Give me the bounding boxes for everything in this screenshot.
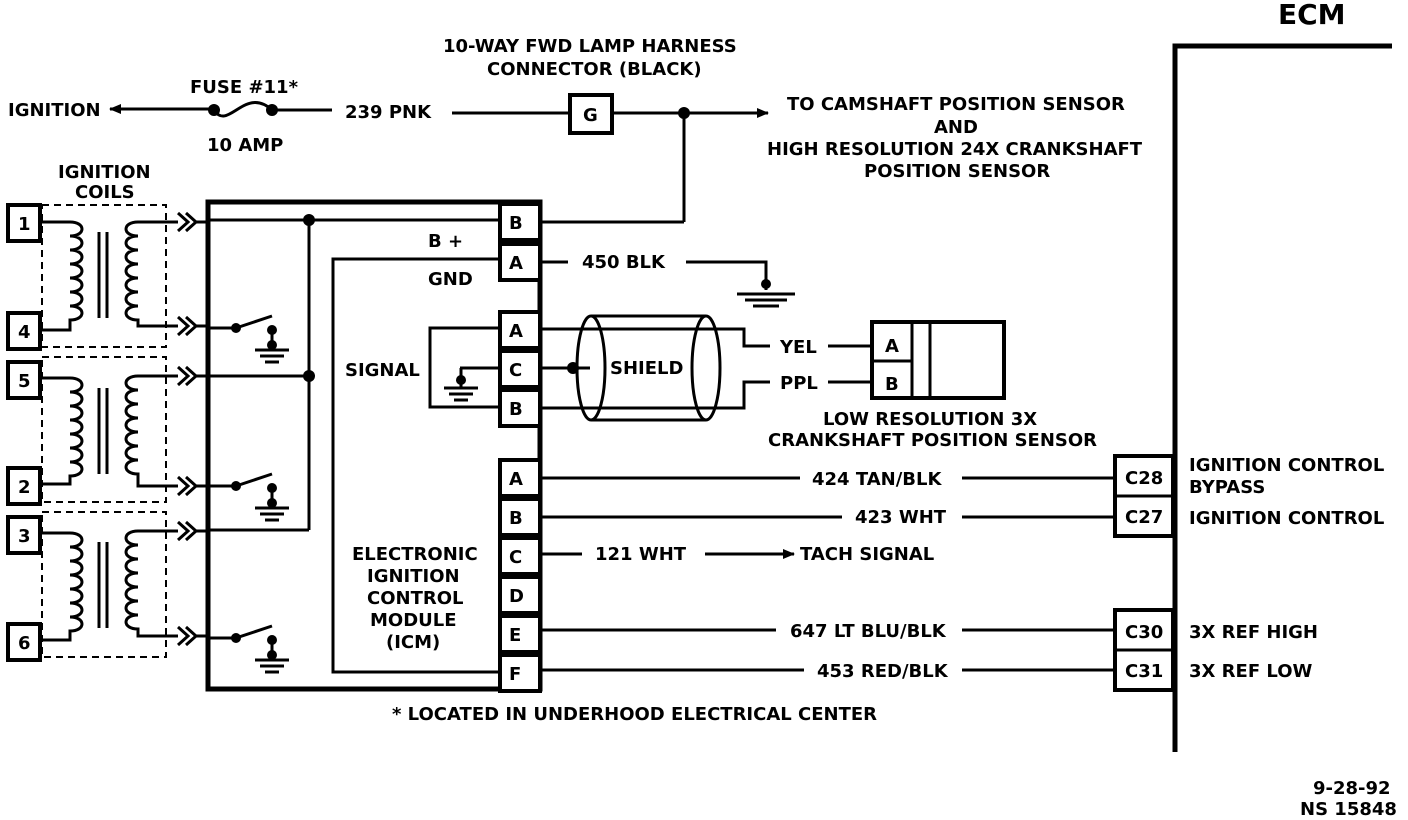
shielded-cable: SHIELD YEL PPL <box>540 314 872 422</box>
icm-pin-d-output: D <box>498 575 542 615</box>
svg-text:C: C <box>509 360 522 381</box>
svg-text:4: 4 <box>18 322 31 343</box>
svg-text:C: C <box>509 547 522 568</box>
harness-pin-g: G <box>583 105 598 126</box>
icm-pin-b-signal: B <box>498 388 542 428</box>
svg-text:6: 6 <box>18 633 31 654</box>
svg-text:5: 5 <box>18 371 31 392</box>
wire-121-label: 121 WHT <box>595 544 687 565</box>
ecm-title: ECM <box>1278 0 1346 31</box>
coil-terminal-2: 2 <box>6 466 42 506</box>
icm-label-4: MODULE <box>370 610 457 631</box>
icm-label-2: IGNITION <box>367 566 460 587</box>
svg-text:F: F <box>509 664 521 685</box>
svg-text:1: 1 <box>18 214 31 235</box>
coil-3-icon <box>40 529 178 642</box>
ppl-label: PPL <box>780 373 818 394</box>
svg-text:E: E <box>509 625 521 646</box>
switch-icon <box>208 624 289 674</box>
svg-text:A: A <box>509 469 523 490</box>
yel-label: YEL <box>779 337 817 358</box>
wire-453-label: 453 RED/BLK <box>817 661 949 682</box>
ecm-desc-c30: 3X REF HIGH <box>1189 622 1318 643</box>
icm-label-1: ELECTRONIC <box>352 544 478 565</box>
to-sensor-label-1: TO CAMSHAFT POSITION SENSOR <box>787 94 1125 115</box>
fuse-amp-label: 10 AMP <box>207 135 283 156</box>
coil-connector-chevrons <box>176 211 208 647</box>
svg-text:D: D <box>509 586 524 607</box>
gnd-label: GND <box>428 269 473 290</box>
tach-label: TACH SIGNAL <box>800 544 934 565</box>
sensor-pin-a: A <box>885 336 899 357</box>
wire-423-label: 423 WHT <box>855 507 947 528</box>
wire-450-label: 450 BLK <box>582 252 666 273</box>
coil-terminal-6: 6 <box>6 622 42 662</box>
low-res-3x-sensor: A B LOW RESOLUTION 3X CRANKSHAFT POSITIO… <box>768 320 1097 451</box>
fuse-label: FUSE #11* <box>190 77 299 98</box>
drawing-date: 9-28-92 <box>1313 778 1391 799</box>
svg-text:A: A <box>509 253 523 274</box>
to-sensor-label-4: POSITION SENSOR <box>864 161 1050 182</box>
ignition-coils: IGNITION COILS 1 4 5 2 3 6 <box>6 162 208 662</box>
icm-pin-a-signal: A <box>498 310 542 350</box>
coils-label-1: IGNITION <box>58 162 151 183</box>
svg-text:2: 2 <box>18 477 31 498</box>
output-wires: 424 TAN/BLK 423 WHT 121 WHT TACH SIGNAL … <box>540 469 1115 682</box>
icm-label-3: CONTROL <box>367 588 464 609</box>
icm-pin-f-output: F <box>498 653 542 693</box>
coil-terminal-1: 1 <box>6 203 42 243</box>
coils-label-2: COILS <box>75 182 135 203</box>
ecm-connectors: C28 C27 C30 C31 IGNITION CONTROL BYPASS … <box>1113 454 1384 692</box>
icm-pin-e-output: E <box>498 614 542 654</box>
ecm-desc-c28-1: IGNITION CONTROL <box>1189 455 1384 476</box>
ecm-desc-c28-2: BYPASS <box>1189 477 1265 498</box>
shield-label: SHIELD <box>610 358 683 379</box>
icm-module: B + GND <box>205 199 543 693</box>
bplus-label: B + <box>428 231 463 252</box>
ecm-pin-c27: C27 <box>1125 507 1163 528</box>
coil-terminal-3: 3 <box>6 515 42 555</box>
svg-text:A: A <box>509 321 523 342</box>
wire-424-label: 424 TAN/BLK <box>812 469 942 490</box>
switch-icon <box>208 472 289 522</box>
footnote: * LOCATED IN UNDERHOOD ELECTRICAL CENTER <box>392 704 877 725</box>
coil-2-icon <box>40 374 178 488</box>
ecm-pin-c30: C30 <box>1125 622 1163 643</box>
ignition-label: IGNITION <box>8 100 101 121</box>
harness-label-2: CONNECTOR (BLACK) <box>487 59 702 80</box>
ecm-desc-c27: IGNITION CONTROL <box>1189 508 1384 529</box>
to-sensor-label-3: HIGH RESOLUTION 24X CRANKSHAFT <box>767 139 1143 160</box>
sensor-label-2: CRANKSHAFT POSITION SENSOR <box>768 430 1097 451</box>
wire-647-label: 647 LT BLU/BLK <box>790 621 947 642</box>
icm-pin-a-gnd: A <box>498 242 542 282</box>
svg-text:B: B <box>509 399 523 420</box>
ignition-feed: IGNITION FUSE #11* 10 AMP 239 PNK 10-WAY… <box>8 36 1143 224</box>
svg-text:3: 3 <box>18 526 31 547</box>
drawing-code: NS 15848 <box>1300 799 1397 820</box>
ecm-pin-c31: C31 <box>1125 661 1163 682</box>
wire-239-label: 239 PNK <box>345 102 432 123</box>
coil-1-icon <box>40 220 178 332</box>
switch-icon <box>208 314 289 364</box>
icm-label-5: (ICM) <box>386 632 440 653</box>
sensor-pin-b: B <box>885 374 899 395</box>
to-sensor-label-2: AND <box>934 117 978 138</box>
sensor-label-1: LOW RESOLUTION 3X <box>823 409 1037 430</box>
ecm-pin-c28: C28 <box>1125 468 1163 489</box>
icm-pin-b-power: B <box>498 202 542 242</box>
icm-pin-c-output: C <box>498 536 542 576</box>
icm-pin-c-signal: C <box>498 349 542 389</box>
ecm-desc-c31: 3X REF LOW <box>1189 661 1313 682</box>
harness-label-1: 10-WAY FWD LAMP HARNESS <box>443 36 737 57</box>
svg-text:B: B <box>509 508 523 529</box>
fuse-icon <box>212 101 274 118</box>
icm-pin-b-output: B <box>498 497 542 537</box>
signal-label: SIGNAL <box>345 360 420 381</box>
coil-terminal-5: 5 <box>6 360 42 400</box>
coil-terminal-4: 4 <box>6 311 42 351</box>
gnd-wire: 450 BLK <box>540 252 795 308</box>
svg-text:B: B <box>509 213 523 234</box>
icm-pin-a-output: A <box>498 458 542 498</box>
